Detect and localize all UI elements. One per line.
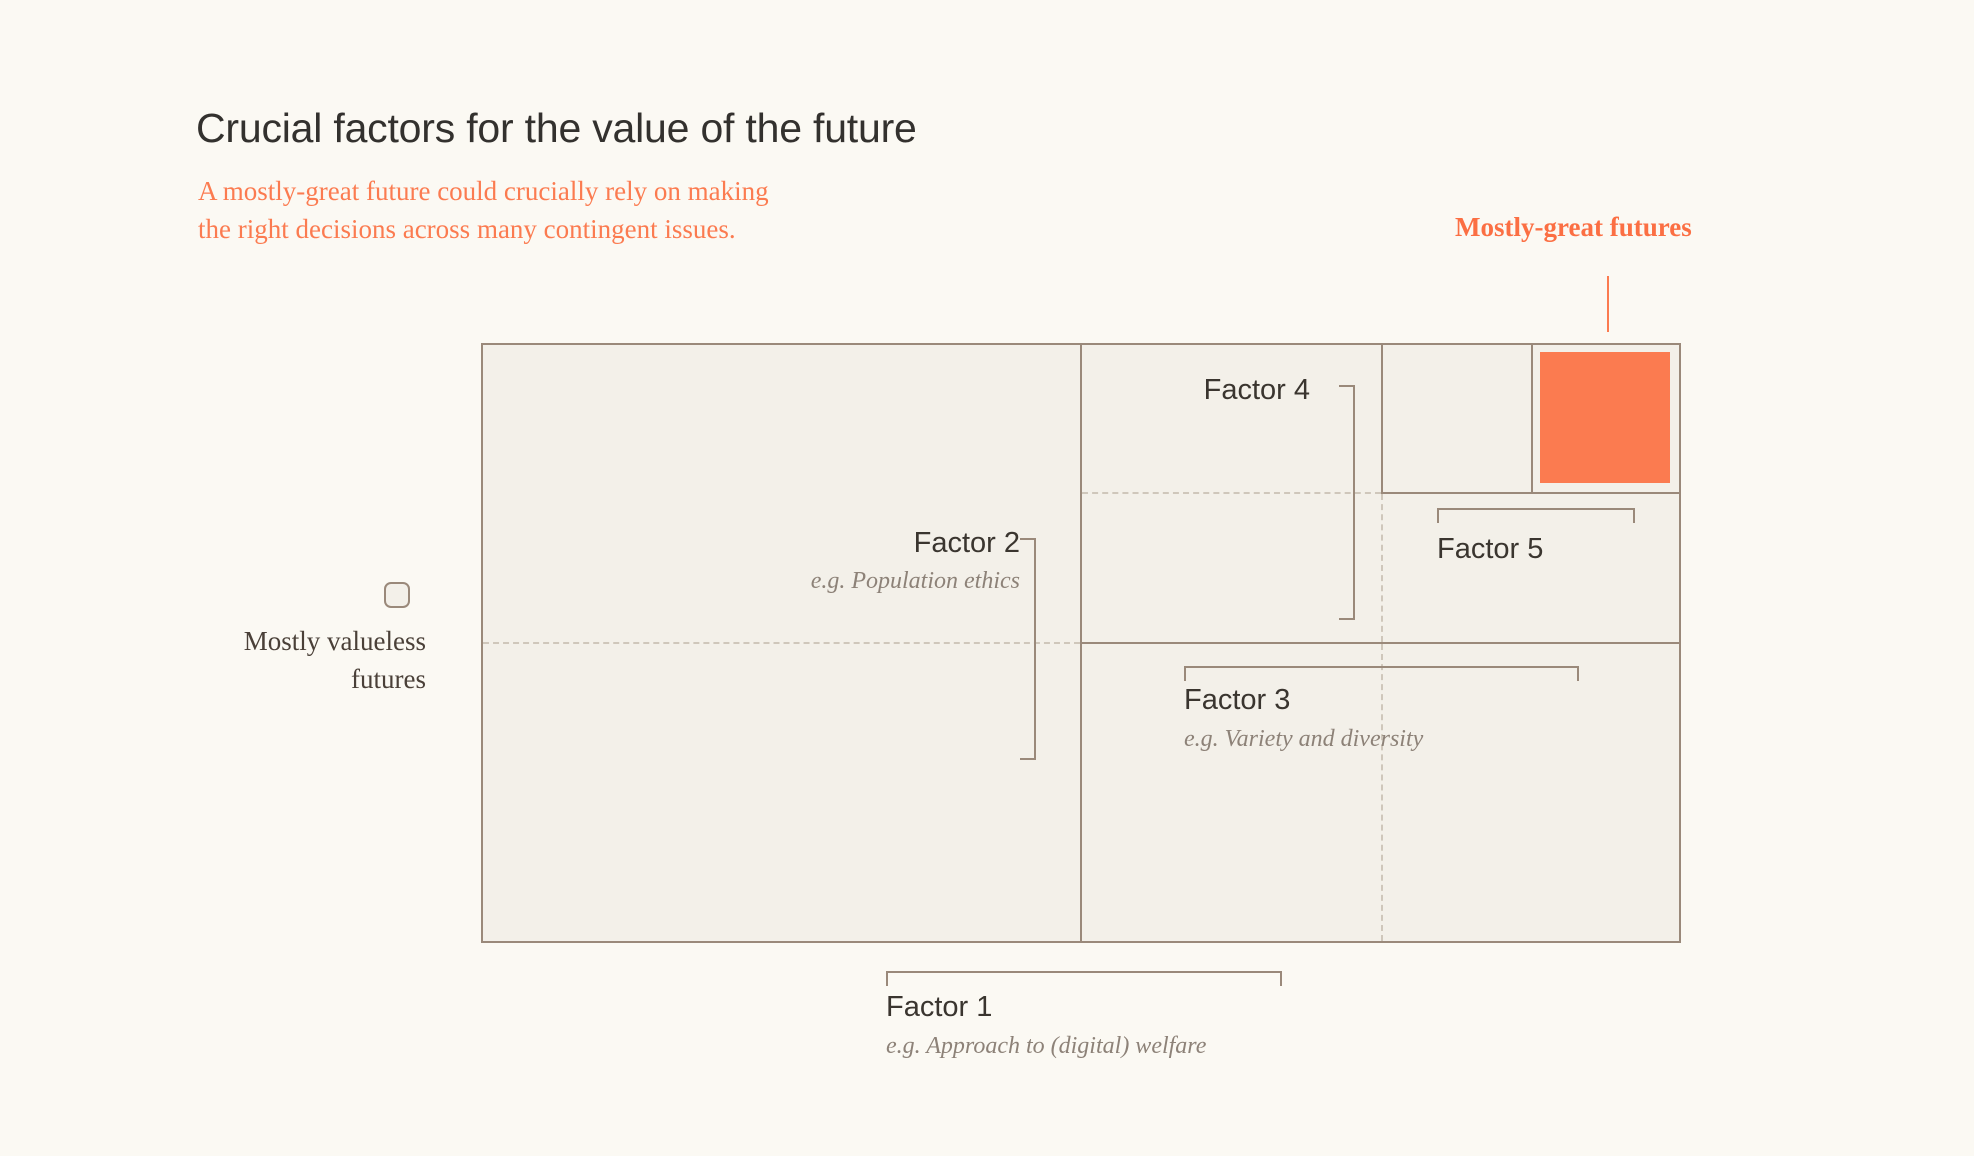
factor-4-label-group: Factor 4 bbox=[940, 374, 1310, 407]
bracket-tip-left bbox=[1437, 508, 1439, 523]
grid-dashed-vertical-factor5 bbox=[1381, 494, 1383, 642]
mostly-valueless-swatch-icon bbox=[384, 582, 410, 608]
grid-divider-vertical-right bbox=[1531, 345, 1533, 492]
page-subtitle: A mostly-great future could crucially re… bbox=[198, 176, 769, 244]
mostly-great-futures-cell bbox=[1540, 352, 1670, 483]
bracket-tip-right bbox=[1280, 971, 1282, 986]
factor-3-example: e.g. Variety and diversity bbox=[1184, 726, 1424, 752]
factor-5-name: Factor 5 bbox=[1437, 533, 1544, 565]
bracket-tip-left bbox=[1184, 666, 1186, 681]
factor-partition-grid bbox=[481, 343, 1681, 943]
factor-3-name: Factor 3 bbox=[1184, 684, 1291, 716]
factor-5-label-group: Factor 5 bbox=[1437, 533, 1543, 566]
bracket-stem bbox=[1437, 508, 1635, 510]
factor-1-name: Factor 1 bbox=[886, 991, 993, 1023]
grid-dashed-vertical-factor3 bbox=[1381, 644, 1383, 941]
factor-1-label-group: Factor 1 e.g. Approach to (digital) welf… bbox=[886, 991, 1206, 1060]
factor-2-label-group: Factor 2 e.g. Population ethics bbox=[700, 527, 1020, 595]
bracket-stem bbox=[1184, 666, 1579, 668]
bracket-stem bbox=[1034, 538, 1036, 760]
factor-3-label-group: Factor 3 e.g. Variety and diversity bbox=[1184, 684, 1423, 753]
grid-dashed-horizontal-left bbox=[483, 642, 1080, 644]
page-title: Crucial factors for the value of the fut… bbox=[196, 105, 917, 151]
grid-divider-horizontal-upper bbox=[1381, 492, 1679, 494]
factor-1-example: e.g. Approach to (digital) welfare bbox=[886, 1033, 1207, 1059]
bracket-stem bbox=[1353, 385, 1355, 620]
grid-divider-vertical-mid bbox=[1381, 345, 1383, 492]
bracket-tip-right bbox=[1577, 666, 1579, 681]
mostly-valueless-futures-label: Mostly valueless futures bbox=[243, 626, 426, 694]
bracket-tip-top bbox=[1020, 538, 1035, 540]
bracket-tip-right bbox=[1633, 508, 1635, 523]
factor-2-name: Factor 2 bbox=[913, 527, 1020, 559]
bracket-tip-bottom bbox=[1339, 618, 1354, 620]
grid-divider-horizontal-lower bbox=[1080, 642, 1679, 644]
mostly-great-futures-label: Mostly-great futures bbox=[1455, 212, 1692, 242]
bracket-stem bbox=[886, 971, 1282, 973]
grid-dashed-horizontal-mid bbox=[1082, 492, 1381, 494]
bracket-tip-top bbox=[1339, 385, 1354, 387]
bracket-tip-left bbox=[886, 971, 888, 986]
bracket-tip-bottom bbox=[1020, 758, 1035, 760]
factor-4-name: Factor 4 bbox=[1203, 374, 1310, 406]
factor-2-example: e.g. Population ethics bbox=[810, 568, 1020, 594]
mostly-great-connector-line bbox=[1607, 276, 1609, 332]
